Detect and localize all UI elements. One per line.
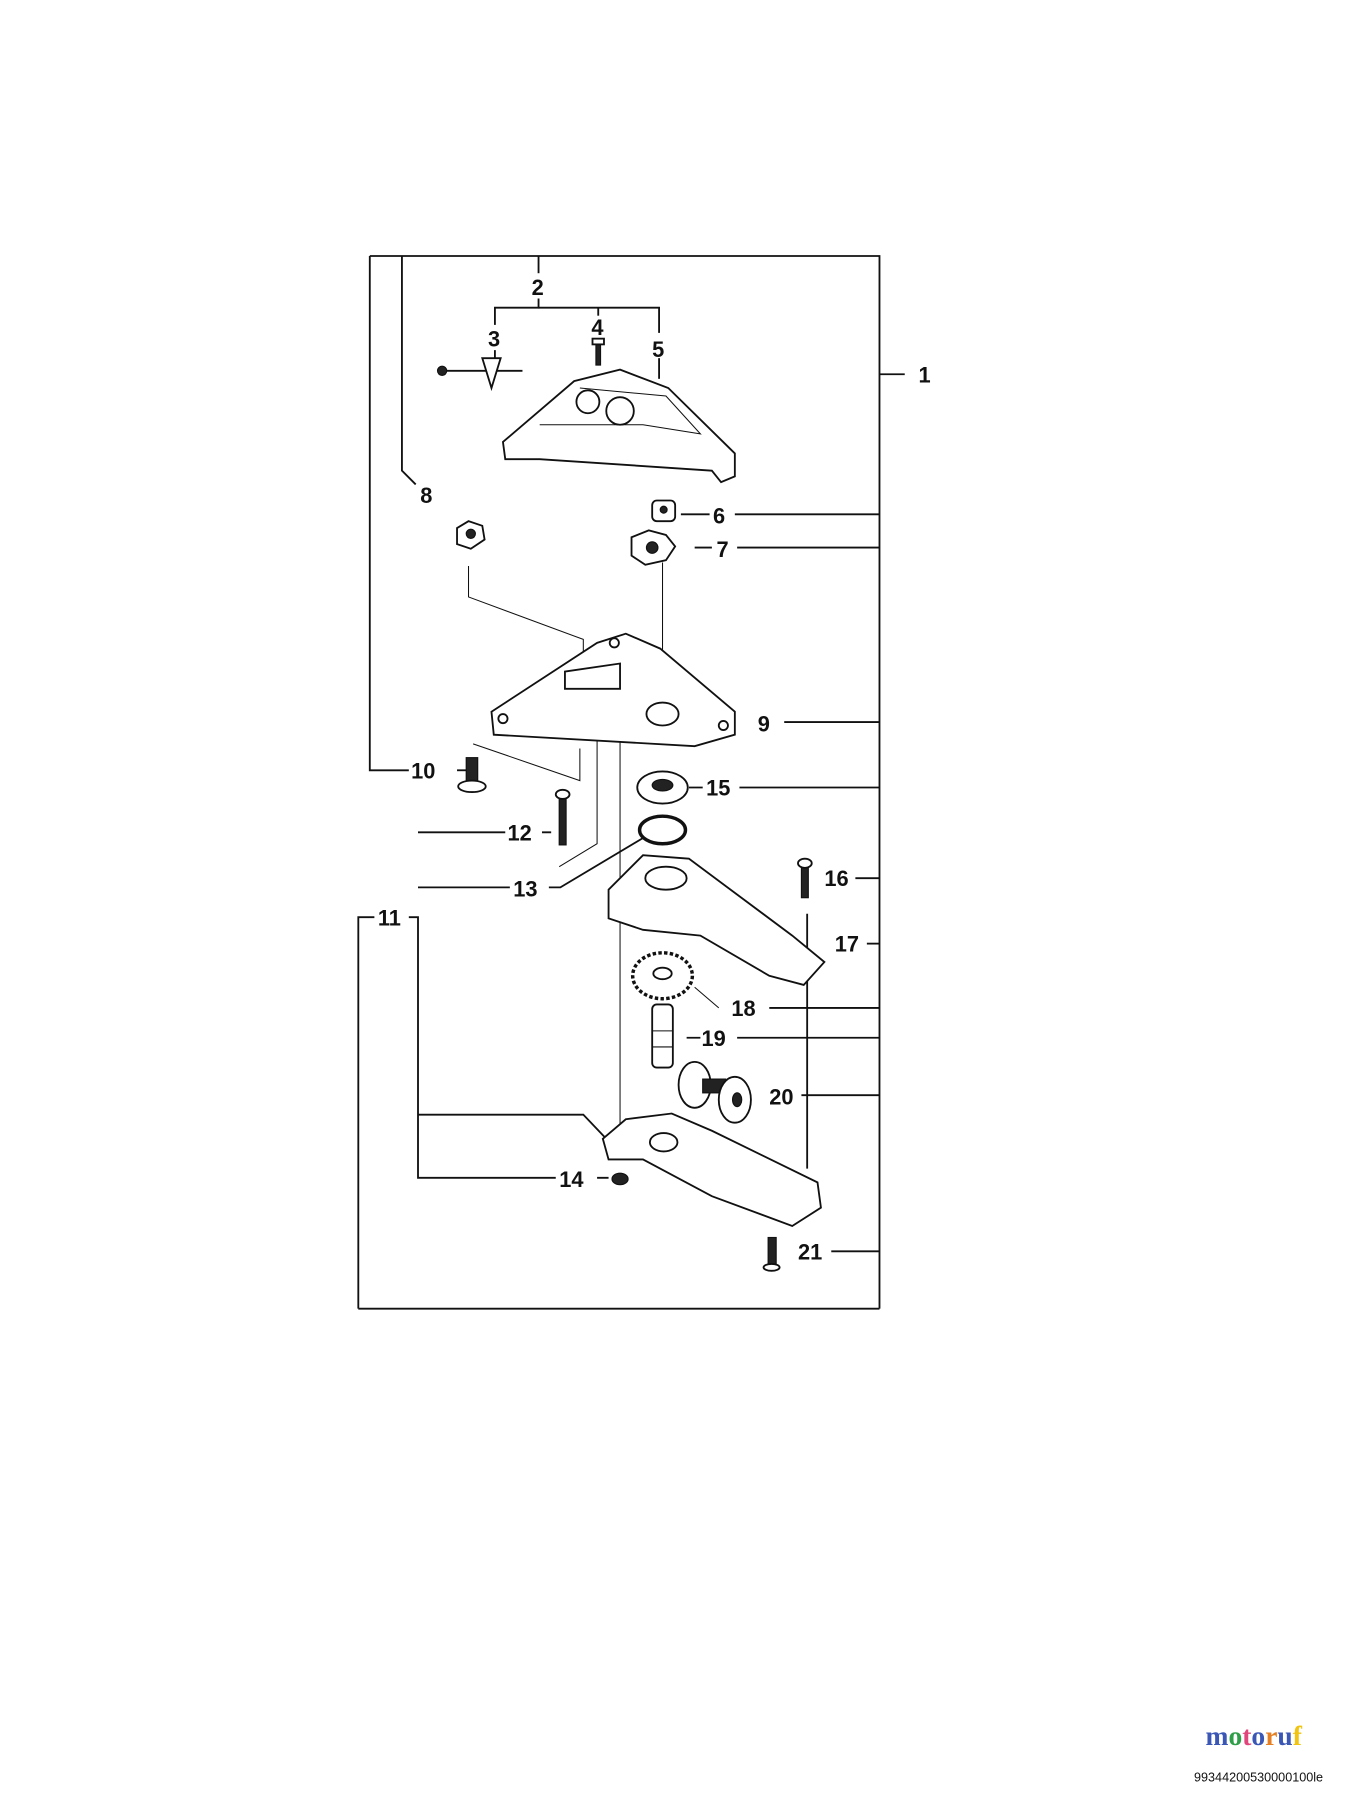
- bearing-part-20: [677, 1060, 752, 1124]
- screw-part-4: [591, 337, 605, 366]
- label-15: 15: [706, 776, 730, 801]
- shaft-part-19: [651, 1003, 674, 1069]
- screw-part-21: [762, 1236, 781, 1272]
- bearing-part-15: [636, 770, 689, 805]
- screw-part-16: [797, 857, 813, 899]
- part-labels: 1 2 3 4 5 6 7 8 9 10 11 12 13 14 15 16 1…: [378, 275, 931, 1264]
- label-9: 9: [758, 711, 770, 736]
- plate-part-9: [490, 632, 736, 748]
- label-5: 5: [652, 337, 664, 362]
- screw-part-12: [554, 788, 571, 846]
- gear-part-18: [630, 951, 695, 1001]
- nut-part-8: [456, 520, 486, 550]
- cover-part-5: [501, 368, 736, 484]
- label-7: 7: [716, 537, 728, 562]
- nut-part-6: [651, 499, 677, 523]
- label-12: 12: [508, 820, 532, 845]
- label-6: 6: [713, 503, 725, 528]
- label-20: 20: [769, 1084, 793, 1109]
- label-14: 14: [559, 1167, 583, 1192]
- screw-part-3: [436, 357, 523, 392]
- label-11: 11: [378, 905, 401, 930]
- gear-nut-part-7: [630, 529, 677, 566]
- drawing-code: 99344200530000100le: [1194, 1771, 1323, 1785]
- label-16: 16: [824, 866, 848, 891]
- nut-part-14: [611, 1172, 629, 1186]
- housing-part-17: [607, 854, 826, 986]
- label-8: 8: [420, 483, 432, 508]
- label-3: 3: [488, 327, 500, 352]
- label-19: 19: [702, 1026, 726, 1051]
- label-1: 1: [919, 362, 931, 387]
- bolt-part-10: [457, 757, 487, 794]
- label-21: 21: [798, 1239, 822, 1264]
- label-10: 10: [411, 758, 435, 783]
- label-4: 4: [591, 315, 603, 340]
- leader-lines: [357, 255, 905, 1310]
- watermark-logo: motoruf: [1206, 1720, 1303, 1751]
- label-18: 18: [731, 996, 755, 1021]
- o-ring-part-13: [637, 814, 688, 846]
- lower-housing-part: [601, 1112, 822, 1228]
- label-2: 2: [532, 275, 544, 300]
- label-13: 13: [513, 877, 537, 902]
- label-17: 17: [835, 932, 859, 957]
